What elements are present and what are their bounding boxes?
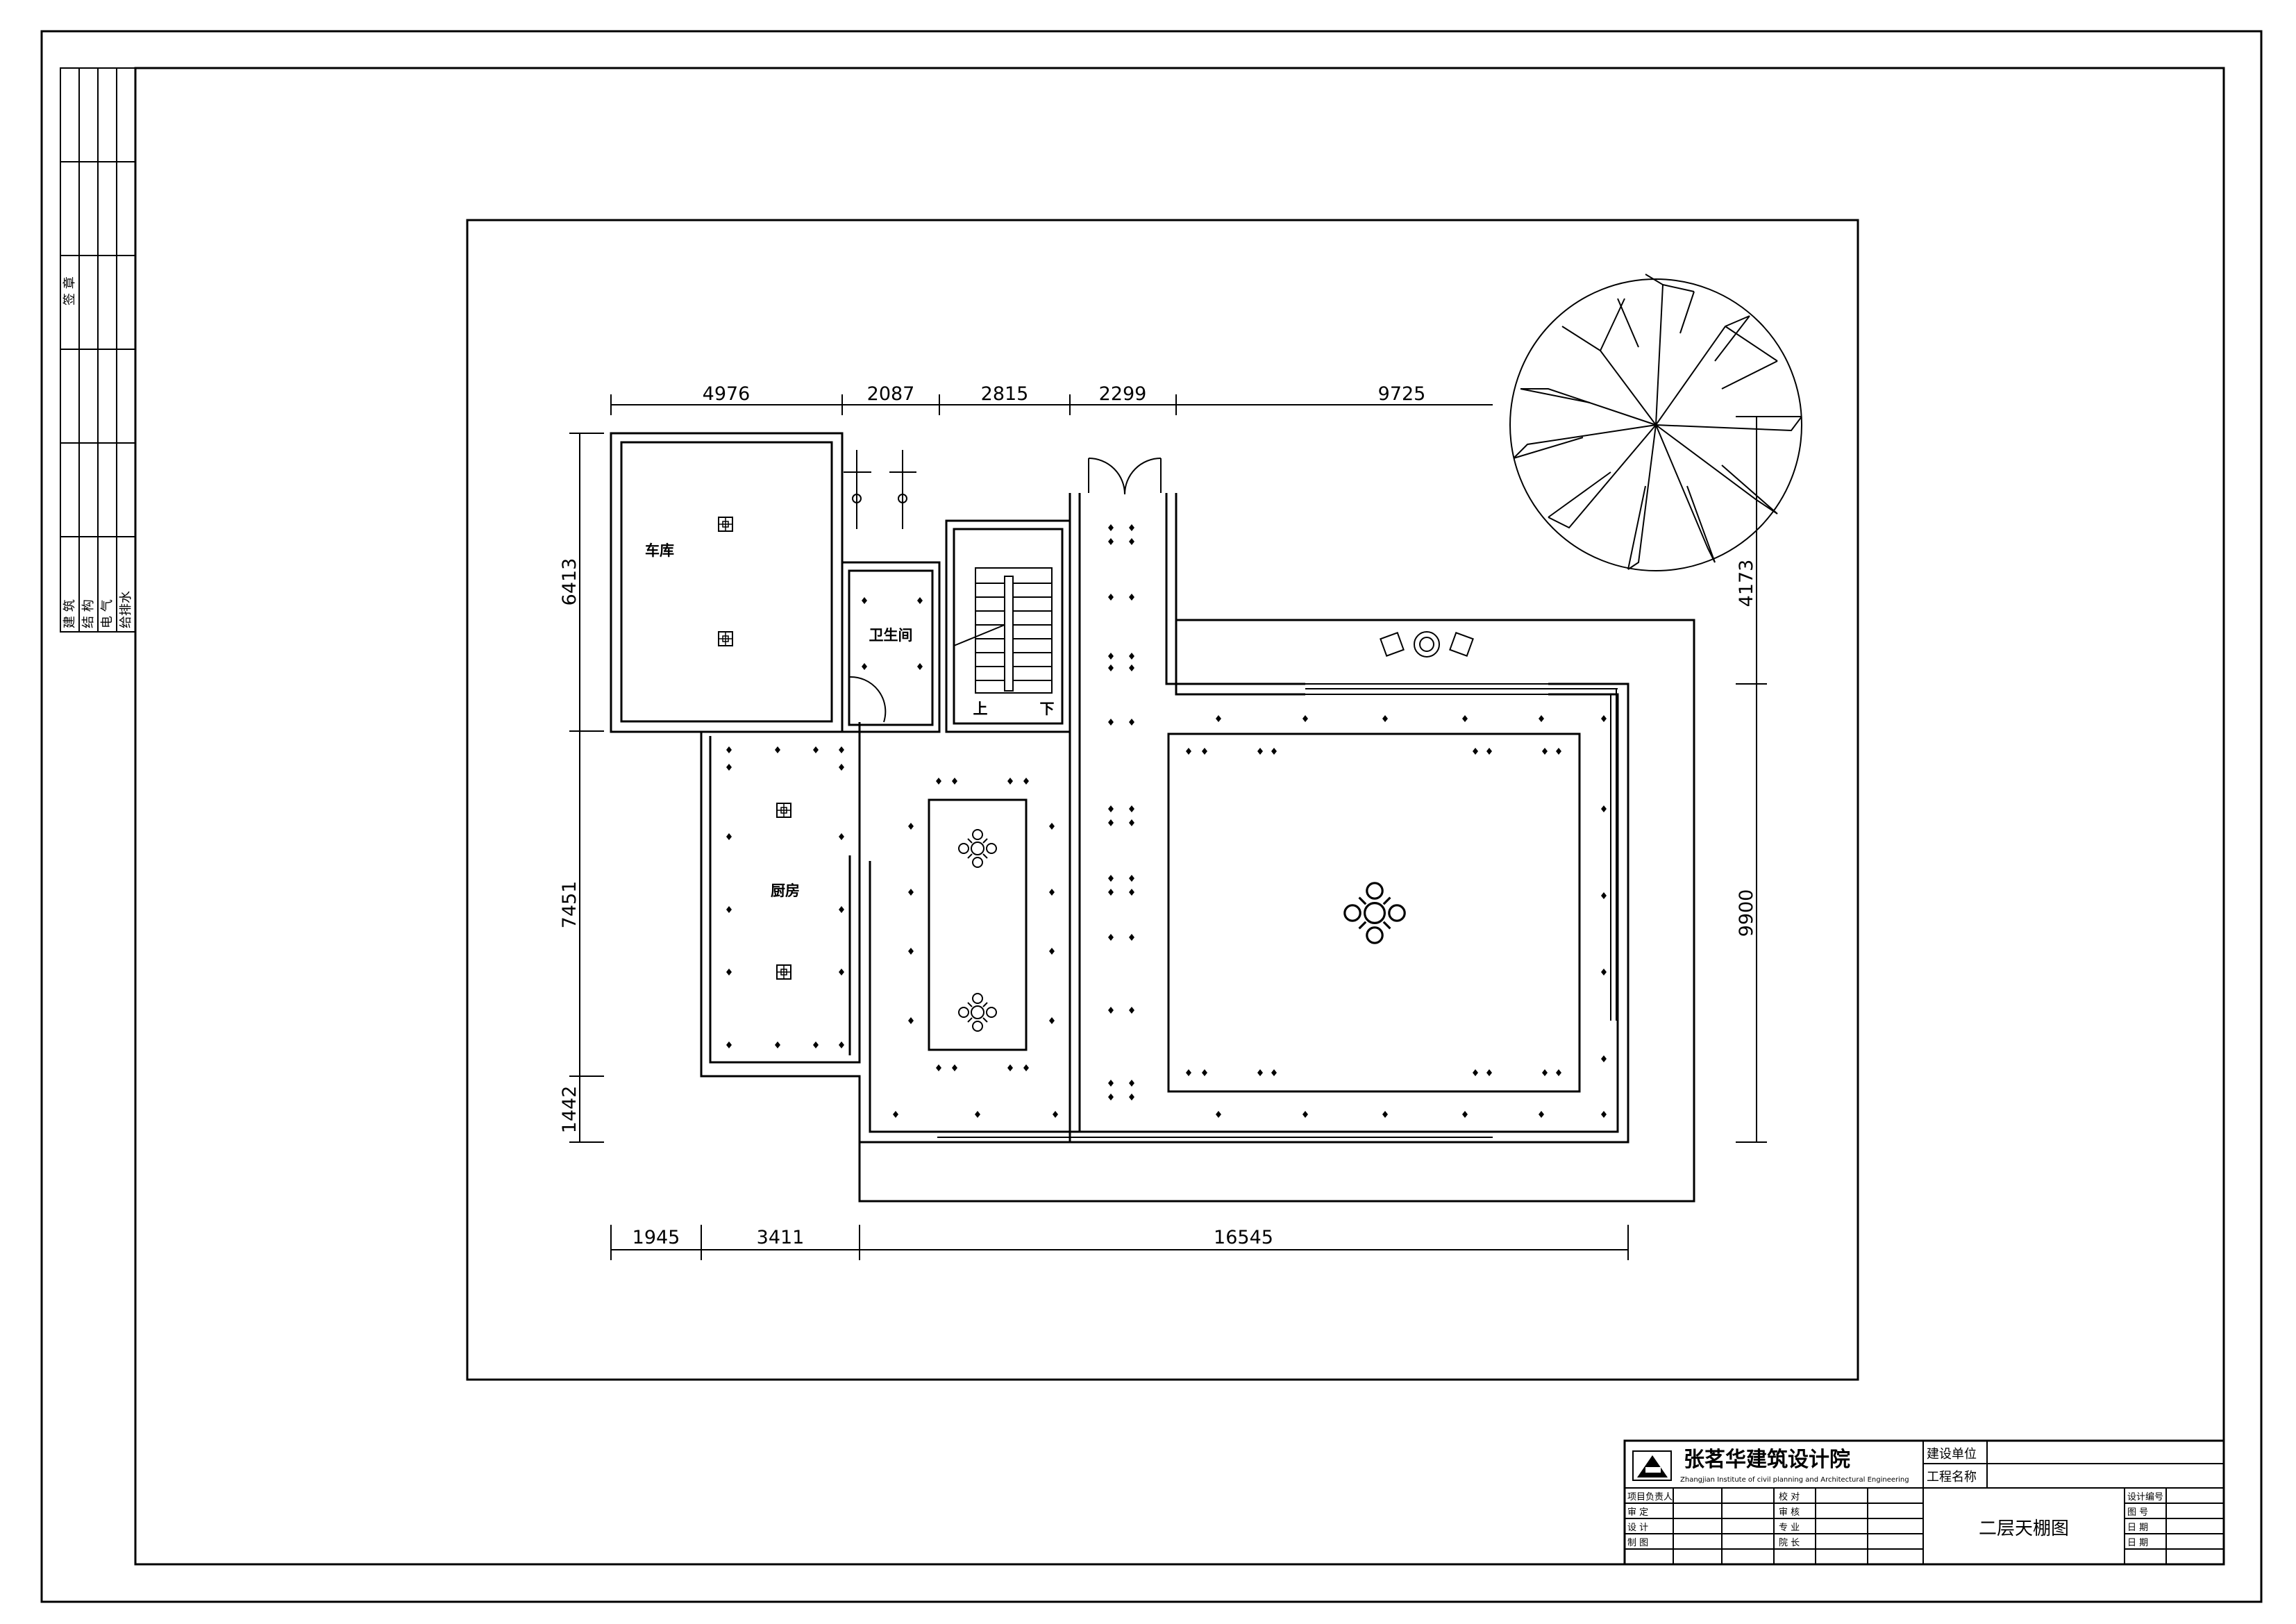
owner-label: 建设单位: [1927, 1447, 1977, 1462]
title-block: [1623, 1439, 2225, 1566]
stamp-architecture: 建 筑: [62, 599, 77, 628]
tb-row-left-1: 项目负责人: [1627, 1492, 1673, 1502]
plan-walls: [610, 432, 1695, 1203]
square-light-icon: [776, 803, 791, 818]
chandelier-icon: [958, 829, 997, 868]
project-label: 工程名称: [1927, 1470, 1977, 1484]
dimensions-top: [610, 394, 1493, 415]
tb-row-right-1: 设计编号: [2127, 1492, 2163, 1502]
tb-row-right-4: 日 期: [2127, 1538, 2148, 1548]
tb-row-mid-1: 校 对: [1779, 1491, 1800, 1502]
dim-bottom-2: 3411: [757, 1227, 805, 1248]
dim-top-4: 2299: [1099, 383, 1147, 405]
sheet-title: 二层天棚图: [1979, 1518, 2069, 1539]
dim-top-2: 2087: [867, 383, 915, 405]
room-label-bathroom: 卫生间: [869, 627, 913, 644]
dim-bottom-3: 16545: [1214, 1227, 1273, 1248]
chandelier-icon: [958, 993, 997, 1032]
company-name: 张茗华建筑设计院: [1684, 1448, 1850, 1472]
stair-down-label: 下: [1040, 701, 1055, 717]
tb-row-left-2: 审 定: [1627, 1507, 1648, 1518]
dim-top-1: 4976: [703, 383, 751, 405]
dimensions-right: [1736, 417, 1767, 1143]
dim-left-3: 1442: [559, 1086, 580, 1134]
dim-top-3: 2815: [981, 383, 1029, 405]
dim-left-2: 7451: [559, 881, 580, 929]
margin-stamp: 签 章 建 筑 结 构 电 气 给排水: [60, 67, 136, 633]
tb-row-mid-4: 院 长: [1779, 1538, 1800, 1548]
bathroom-door: [848, 676, 887, 723]
dim-right-2: 9900: [1736, 889, 1757, 937]
tb-row-left-4: 制 图: [1627, 1538, 1648, 1548]
inner-frame: [134, 67, 2225, 1566]
square-light-icon: [718, 517, 733, 532]
windows: [937, 683, 1628, 1138]
viewport-frame: [466, 219, 1859, 1381]
entry-door: [1088, 458, 1162, 495]
company-english: Zhangjian Institute of civil planning an…: [1680, 1476, 1909, 1484]
outer-frame: [40, 30, 2263, 1603]
dim-right-1: 4173: [1736, 560, 1757, 608]
tb-row-left-3: 设 计: [1627, 1523, 1648, 1533]
bicycle-icon: [844, 450, 916, 529]
tree-icon: [1509, 274, 1802, 571]
dim-bottom-1: 1945: [632, 1227, 680, 1248]
stamp-electrical: 电 气: [100, 599, 115, 628]
dim-left-1: 6413: [559, 558, 580, 606]
stamp-structure: 结 构: [81, 599, 96, 628]
tb-row-mid-3: 专 业: [1779, 1523, 1800, 1533]
stair: [953, 567, 1053, 694]
chandelier-icon: [1343, 882, 1406, 944]
square-light-icon: [718, 631, 733, 646]
tb-row-right-3: 日 期: [2127, 1523, 2148, 1533]
dim-top-5: 9725: [1378, 383, 1426, 405]
room-label-garage: 车库: [645, 542, 674, 559]
company-logo-icon: [1637, 1455, 1668, 1477]
dimensions-bottom: [610, 1225, 1629, 1260]
stair-up-label: 上: [973, 701, 988, 717]
tb-row-right-2: 图 号: [2127, 1507, 2148, 1518]
table-chairs-icon: [1380, 631, 1474, 658]
tb-row-mid-2: 审 核: [1779, 1507, 1800, 1518]
square-light-icon: [776, 964, 791, 980]
room-label-kitchen: 厨房: [771, 882, 800, 899]
dimensions-left: [569, 433, 604, 1143]
stamp-plumbing: 给排水: [119, 591, 133, 628]
stamp-label: 签 章: [62, 276, 77, 305]
